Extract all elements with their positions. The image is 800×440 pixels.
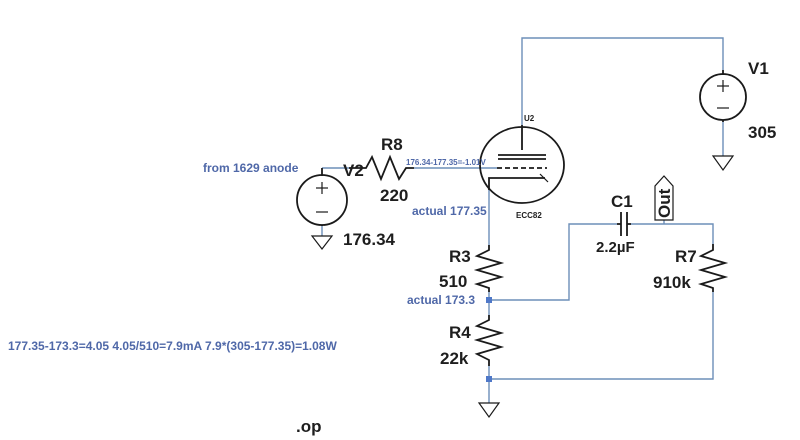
wire-node1-to-c1 [489, 223, 617, 301]
annotation-source: from 1629 anode [203, 161, 299, 175]
voltage-source-v1[interactable] [699, 70, 747, 122]
r8-value-label: 220 [380, 186, 408, 205]
r3-value-label: 510 [439, 272, 467, 291]
out-net-flag[interactable] [654, 175, 674, 221]
annotation-cathode-actual: actual 177.35 [412, 204, 487, 218]
junction-node-r3-r4 [486, 297, 492, 303]
v2-value-label: 176.34 [343, 230, 396, 249]
v2-name-label: V2 [343, 161, 364, 180]
r7-value-label: 910k [653, 273, 691, 292]
resistor-r7[interactable] [697, 244, 729, 292]
wire-c1-to-r7 [631, 223, 714, 244]
c1-value-label: 2.2µF [596, 239, 635, 256]
v1-value-label: 305 [748, 123, 776, 142]
ground-symbol-v1 [711, 155, 735, 172]
resistor-r4[interactable] [473, 315, 505, 366]
annotation-calc: 177.35-173.3=4.05 4.05/510=7.9mA 7.9*(30… [8, 339, 337, 353]
out-flag-label: Out [655, 188, 674, 218]
voltage-source-v2[interactable] [296, 168, 348, 226]
ground-symbol-r4 [477, 402, 501, 419]
annotation-r3-actual: actual 173.3 [407, 293, 475, 307]
annotation-grid-bias: 176.34-177.35=-1.01V [406, 158, 487, 167]
junction-node-r4-ground [486, 376, 492, 382]
u2-model-label: ECC82 [516, 211, 542, 220]
c1-name-label: C1 [611, 192, 633, 211]
u2-name-label: U2 [524, 114, 535, 123]
r4-name-label: R4 [449, 323, 471, 342]
wire-anode-to-v1 [521, 37, 724, 125]
wires [321, 37, 724, 403]
capacitor-c1[interactable] [617, 212, 631, 236]
r7-name-label: R7 [675, 247, 697, 266]
r4-value-label: 22k [440, 349, 469, 368]
wire-r7-to-node2 [489, 292, 714, 380]
r8-name-label: R8 [381, 135, 403, 154]
resistor-r3[interactable] [473, 245, 505, 292]
op-directive[interactable]: .op [296, 417, 322, 436]
triode-tube-u2[interactable] [479, 125, 565, 204]
v1-name-label: V1 [748, 59, 769, 78]
ground-symbol-v2 [310, 235, 334, 250]
resistor-r8[interactable] [349, 154, 414, 182]
r3-name-label: R3 [449, 247, 471, 266]
